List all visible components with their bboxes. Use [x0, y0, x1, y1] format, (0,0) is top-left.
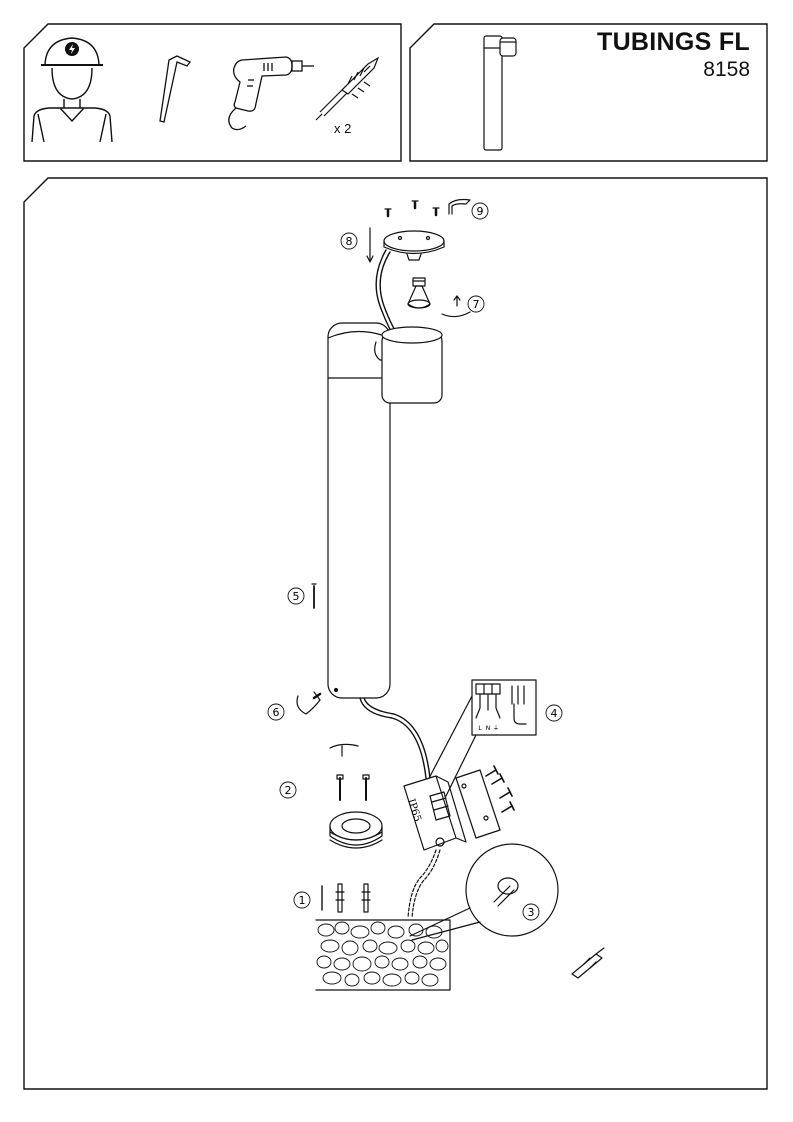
- tube-body-icon: [327, 322, 391, 699]
- ground-gravel-icon: [315, 919, 451, 991]
- product-code: 8158: [703, 58, 750, 81]
- step-7-callout: 7: [467, 295, 485, 313]
- top-cap-icon: [383, 230, 445, 261]
- step-9-label: 9: [477, 205, 484, 218]
- step-3-label: 3: [528, 906, 535, 919]
- base-mount-icon: [329, 811, 383, 849]
- product-panel-frame: [409, 23, 768, 162]
- terminal-label-n: N: [486, 725, 491, 732]
- lamp-housing-icon: [374, 326, 443, 404]
- assembly-panel-frame: [23, 177, 768, 1090]
- step-6-label: 6: [273, 706, 280, 719]
- step5-screw-icon: [311, 583, 317, 609]
- step-1-callout: 1: [293, 891, 311, 909]
- step-4-callout: 4: [545, 704, 563, 722]
- terminal-label-l: L: [478, 725, 482, 732]
- step-7-label: 7: [473, 298, 480, 311]
- step-callouts: 9 8 7 5 6 4 2: [267, 202, 563, 921]
- bulb-icon: [407, 277, 431, 309]
- cap-screws-icon: [384, 200, 440, 218]
- base-bolts-icon: [336, 774, 370, 801]
- step-5-callout: 5: [287, 587, 305, 605]
- step-5-label: 5: [293, 590, 300, 603]
- wall-anchor-icon: [315, 56, 380, 121]
- assembly-diagram: 9 8 7 5 6 4 2: [267, 198, 605, 991]
- step6-hex-key-icon: [296, 691, 322, 715]
- assembly-panel: 9 8 7 5 6 4 2: [23, 177, 768, 1090]
- terminal-labels: L N ⏚: [478, 725, 499, 732]
- step-1-label: 1: [299, 894, 306, 907]
- step-2-callout: 2: [279, 781, 297, 799]
- spare-anchor-icon: [571, 947, 605, 979]
- step-3-callout: 3: [522, 903, 540, 921]
- lid-screws-icon: [485, 765, 515, 813]
- tools-panel-frame: [23, 23, 402, 162]
- step-4-label: 4: [551, 707, 558, 720]
- anchor-quantity: x 2: [334, 121, 352, 136]
- zoom-detail-icon: [409, 843, 559, 941]
- step-6-callout: 6: [267, 703, 285, 721]
- product-name: TUBINGS FL: [597, 28, 750, 56]
- terminal-detail-icon: [471, 679, 537, 736]
- step-8-callout: 8: [340, 232, 358, 250]
- step-9-callout: 9: [471, 202, 489, 220]
- step7-rotate-icon: [441, 295, 471, 318]
- step2-hex-key-icon: [329, 743, 359, 757]
- drill-icon: [228, 56, 314, 131]
- junction-box-lid-icon: [455, 769, 501, 839]
- step-8-label: 8: [346, 235, 353, 248]
- tools-panel: x 2: [23, 23, 402, 162]
- hex-key-icon: [159, 55, 192, 123]
- gravel-stones: [316, 921, 449, 987]
- terminal-label-ground: ⏚: [493, 725, 499, 732]
- step9-hex-key-icon: [448, 198, 471, 215]
- product-thumbnail-icon: [483, 35, 517, 151]
- ground-anchors-icon: [321, 883, 371, 913]
- junction-box-icon: [403, 775, 467, 851]
- step-2-label: 2: [285, 784, 292, 797]
- electrician-icon: [31, 37, 113, 143]
- step8-arrow-icon: [366, 227, 374, 263]
- product-panel: TUBINGS FL 8158: [409, 23, 768, 162]
